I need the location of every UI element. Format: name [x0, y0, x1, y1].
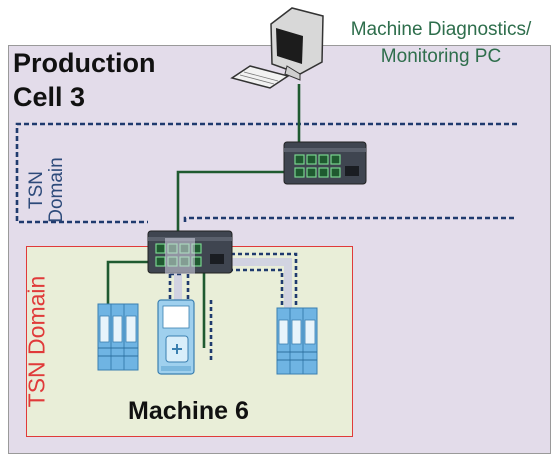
tsn-domain-outer-label-line2: Domain: [46, 157, 67, 223]
monitoring-pc-label-line2: Monitoring PC: [380, 46, 502, 67]
production-cell-title: Production Cell 3: [13, 46, 156, 114]
tsn-domain-inner-label: TSN Domain: [23, 275, 50, 408]
production-cell-title-line1: Production: [13, 48, 156, 78]
machine-title: Machine 6: [128, 397, 249, 425]
tsn-domain-outer-boundary-right: [183, 216, 517, 222]
tsn-domain-outer-label-line1: TSN: [26, 171, 47, 209]
network-cables: [106, 84, 301, 348]
right-io-device-icon: [276, 307, 318, 375]
upper-network-switch-icon: [283, 141, 367, 185]
monitoring-pc-icon: [230, 7, 324, 89]
tsn-domain-outer-label: TSN Domain: [26, 145, 67, 235]
monitoring-pc-label: Machine Diagnostics/ Monitoring PC: [330, 16, 552, 70]
middle-drive-device-icon: [157, 299, 195, 375]
production-cell-title-line2: Cell 3: [13, 82, 86, 112]
left-io-device-icon: [97, 303, 139, 371]
cable-switch-to-switch: [176, 170, 284, 238]
monitoring-pc-label-line1: Machine Diagnostics/: [350, 19, 532, 40]
lower-network-switch-icon: [147, 230, 233, 274]
tsn-domain-outer-boundary: [15, 122, 517, 224]
cable-switch-to-left-device: [106, 260, 160, 306]
